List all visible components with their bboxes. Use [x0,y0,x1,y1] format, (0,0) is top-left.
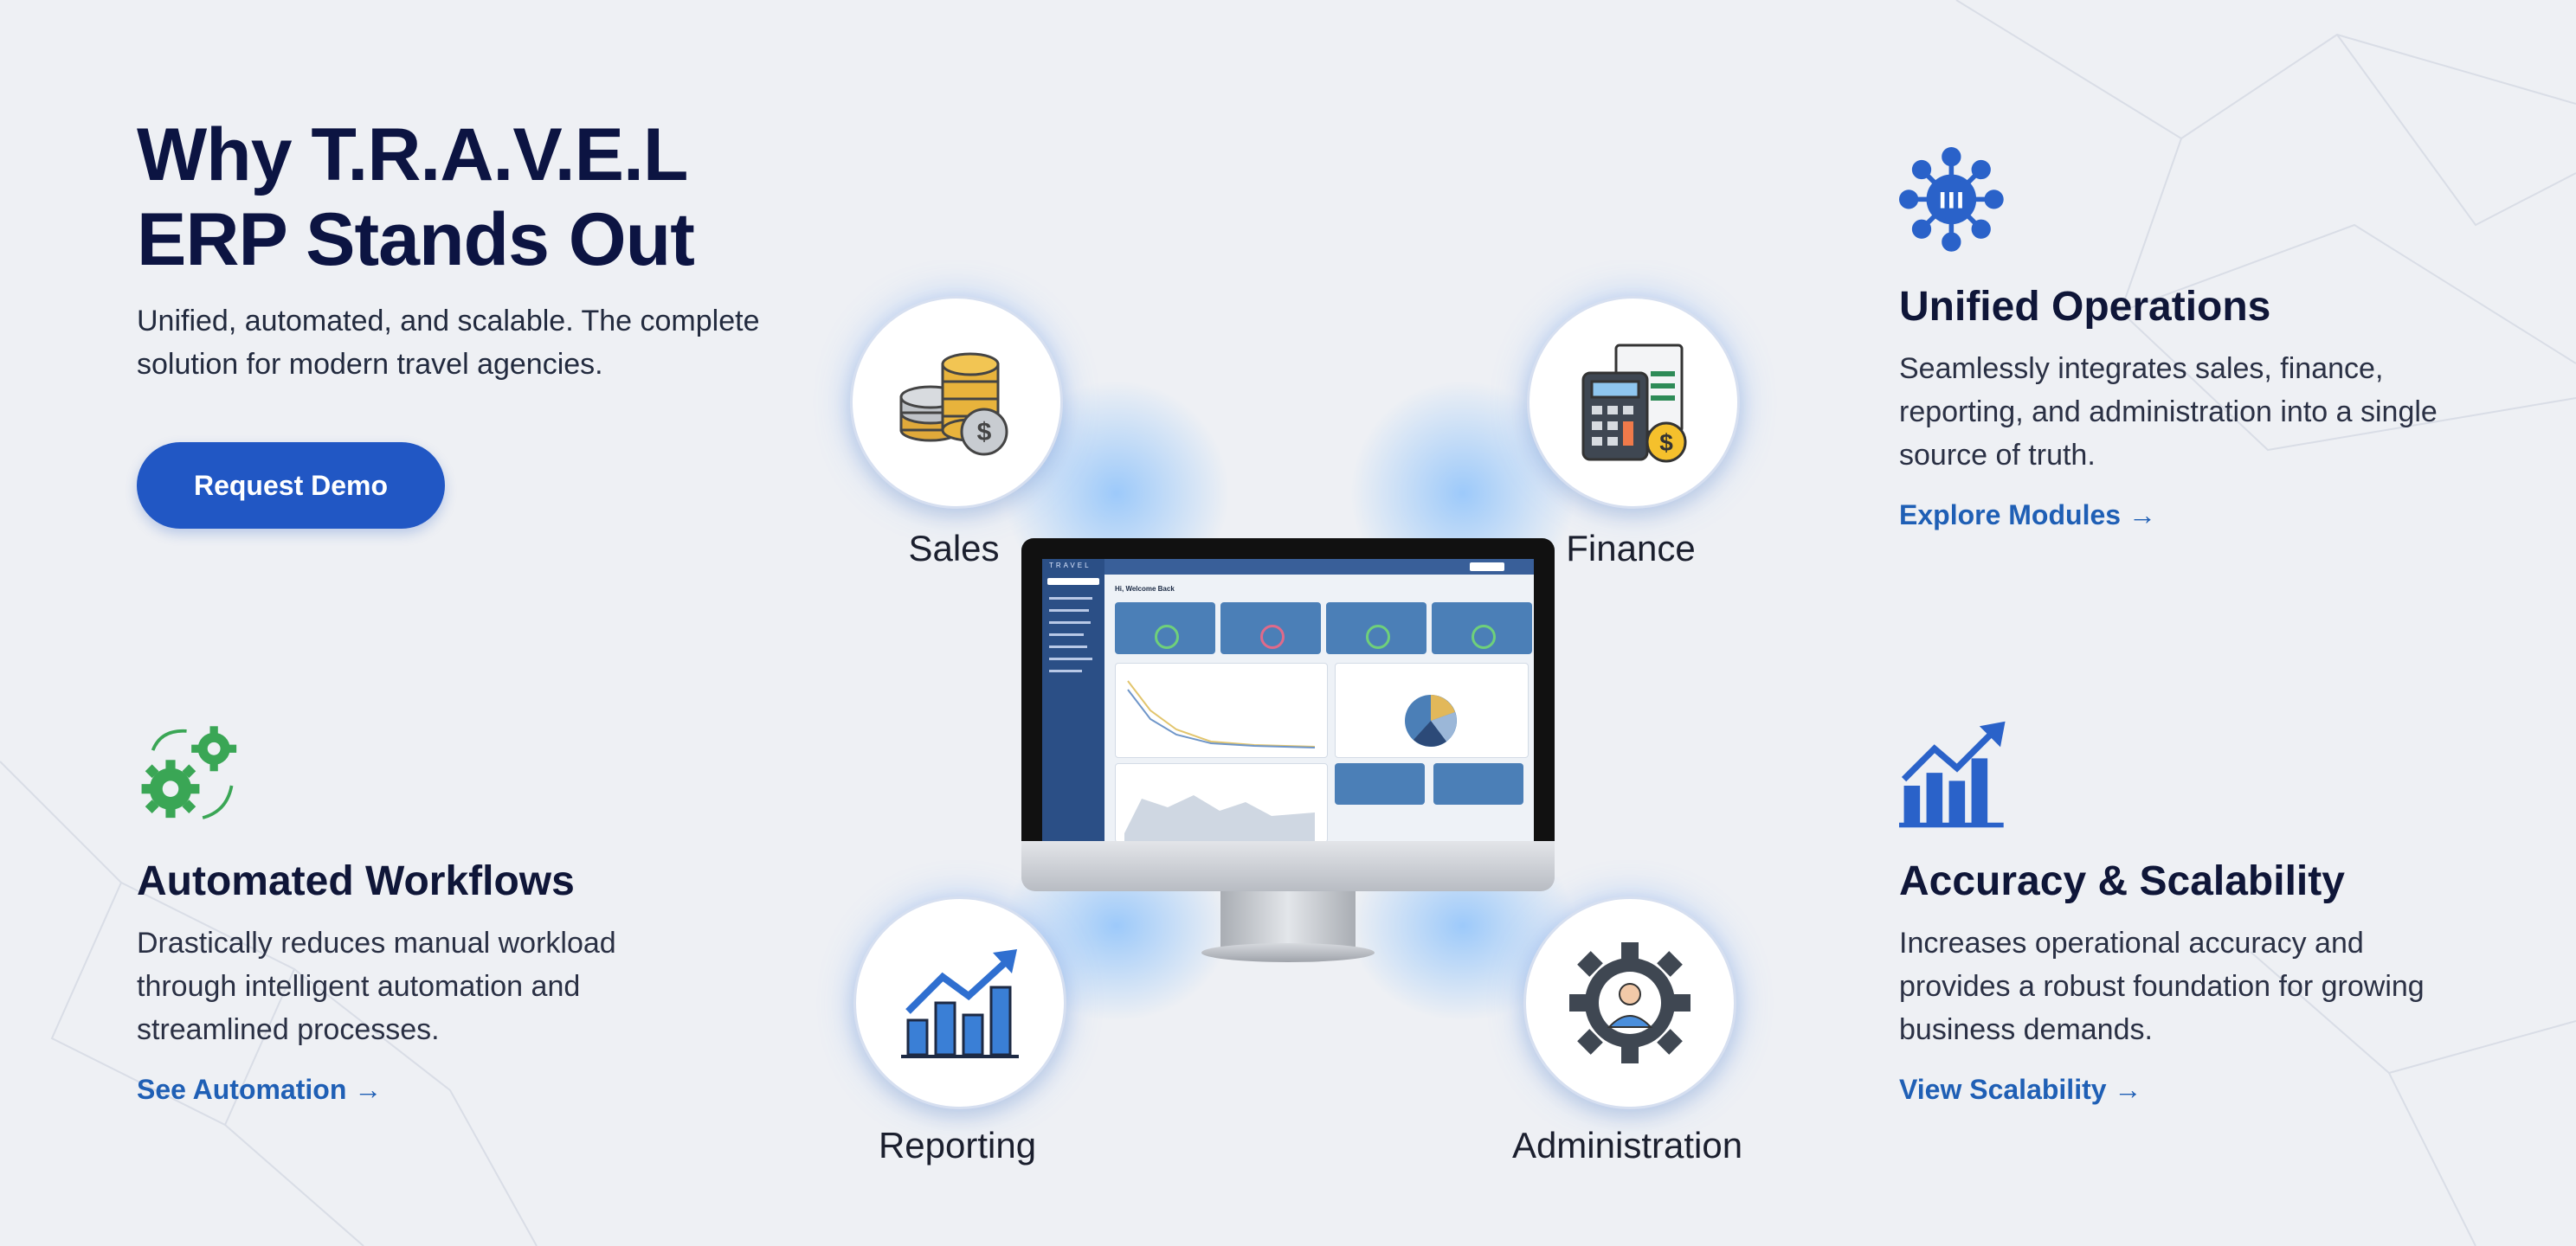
monitor-screen-frame: TRAVEL Hi, Welcome Back [1021,538,1555,841]
module-administration[interactable] [1523,896,1736,1109]
sidebar-item [1049,597,1092,600]
request-demo-button[interactable]: Request Demo [137,442,445,529]
pie-chart-panel [1335,663,1529,758]
admin-gear-icon [1569,942,1690,1063]
svg-text:$: $ [1659,429,1673,456]
dashboard-welcome: Hi, Welcome Back [1115,585,1175,593]
feature-unified-operations: Unified Operations Seamlessly integrates… [1899,147,2453,531]
sidebar-item [1049,633,1084,636]
module-finance[interactable]: $ [1527,296,1740,509]
module-reporting[interactable] [853,896,1066,1109]
feature-description: Seamlessly integrates sales, finance, re… [1899,352,2438,472]
dashboard-logo: TRAVEL [1049,562,1092,569]
sidebar-item [1049,621,1091,624]
feature-title: Accuracy & Scalability [1899,858,2345,904]
feature-description: Increases operational accuracy and provi… [1899,927,2425,1046]
module-label: Administration [1511,1125,1743,1166]
dashboard-screen: TRAVEL Hi, Welcome Back [1042,559,1534,841]
module-sales[interactable]: $ [850,296,1063,509]
feature-title: Unified Operations [1899,284,2271,330]
dashboard-tile [1433,763,1523,805]
feature-automated-workflows: Automated Workflows Drastically reduces … [137,718,691,1106]
sidebar-item [1049,670,1082,672]
sidebar-item [1049,609,1089,612]
explore-modules-link[interactable]: Explore Modules → [1899,499,2156,530]
network-hub-icon [1899,147,2004,252]
dashboard-dropdown [1470,562,1504,571]
svg-text:$: $ [977,418,992,446]
module-label: Sales [908,528,1000,568]
page-subtitle: Unified, automated, and scalable. The co… [137,305,760,381]
feature-description: Drastically reduces manual workload thro… [137,927,616,1046]
dashboard-topbar [1104,559,1534,575]
sidebar-item [1049,658,1092,660]
module-label: Reporting [878,1125,1037,1166]
feature-title: Automated Workflows [137,858,575,904]
line-chart-panel [1115,663,1328,758]
feature-accuracy-scalability: Accuracy & Scalability Increases operati… [1899,718,2453,1106]
bar-chart-icon [901,949,1019,1058]
monitor-stand [1220,891,1356,947]
gears-cycle-icon [141,726,237,819]
sidebar-item [1049,645,1087,648]
monitor-base [1201,943,1375,962]
stat-card [1326,602,1426,654]
area-chart-panel [1115,763,1328,841]
growth-chart-icon [1899,721,2006,828]
calculator-icon: $ [1581,344,1687,463]
dashboard-tile [1335,763,1425,805]
page-title: Why T.R.A.V.E.L ERP Stands Out [137,113,695,281]
coins-icon: $ [899,352,1008,456]
see-automation-link[interactable]: See Automation → [137,1074,383,1105]
view-scalability-link[interactable]: View Scalability → [1899,1074,2142,1105]
module-label: Finance [1566,528,1696,568]
dashboard-sidebar: TRAVEL [1042,559,1104,841]
stat-card [1220,602,1321,654]
stat-card [1432,602,1532,654]
dashboard-monitor: TRAVEL Hi, Welcome Back [1021,538,1555,971]
dashboard-search-input [1047,578,1099,585]
monitor-bezel [1021,841,1555,891]
stat-card [1115,602,1215,654]
